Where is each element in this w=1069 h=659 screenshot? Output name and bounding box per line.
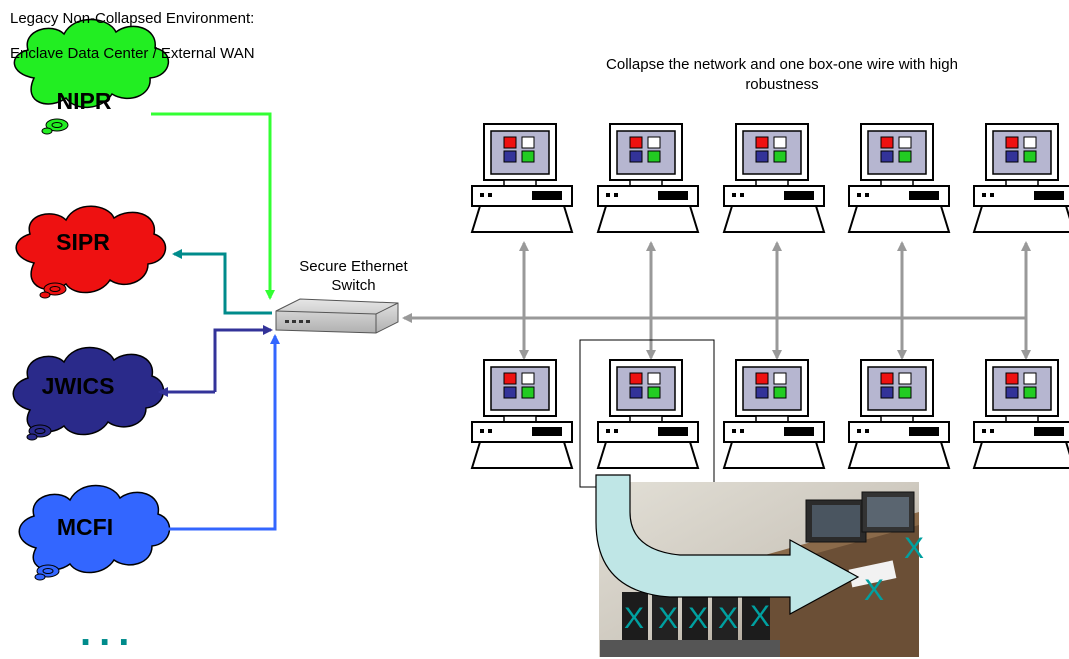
more-networks-ellipsis: ... [80, 610, 138, 654]
migration-arrow [595, 474, 860, 616]
jwics-link [213, 325, 273, 392]
cloud-nipr: NIPR [13, 18, 170, 135]
left-caption-subtitle: Enclave Data Center / External WAN [10, 45, 255, 62]
cloud-label-jwics: JWICS [42, 373, 115, 399]
cloud-label-mcfi: MCFI [57, 514, 113, 540]
x-mark-7: X [904, 532, 924, 565]
x-mark-5: X [750, 600, 770, 633]
computer-bottom-3 [723, 359, 825, 469]
computer-bottom-2 [597, 359, 699, 469]
computer-top-5 [973, 123, 1069, 233]
computer-top-1 [471, 123, 573, 233]
cloud-mcfi: MCFI [18, 484, 171, 581]
x-mark-3: X [688, 602, 708, 635]
cloud-label-nipr: NIPR [57, 88, 112, 114]
computer-top-3 [723, 123, 825, 233]
cloud-jwics: JWICS [12, 346, 165, 441]
left-caption-title: Legacy Non-Collapsed Environment: [10, 10, 255, 27]
computer-bottom-5 [973, 359, 1069, 469]
x-mark-2: X [658, 602, 678, 635]
computer-bottom-4 [848, 359, 950, 469]
bus-arrows [519, 241, 1031, 360]
computer-top-2 [597, 123, 699, 233]
mcfi-link [158, 334, 280, 531]
right-caption: Collapse the network and one box-one wir… [606, 56, 958, 93]
nipr-link [151, 112, 275, 300]
computer-top-4 [848, 123, 950, 233]
removed-equipment-marks: X X X X X X X [624, 532, 924, 635]
sipr-link [172, 249, 272, 315]
computer-bottom-1 [471, 359, 573, 469]
secure-ethernet-switch [275, 298, 399, 334]
cloud-sipr: SIPR [15, 205, 167, 299]
x-mark-4: X [718, 602, 738, 635]
cloud-label-sipr: SIPR [56, 229, 110, 255]
x-mark-1: X [624, 602, 644, 635]
switch-label: Secure Ethernet Switch [299, 258, 408, 294]
x-mark-6: X [864, 574, 884, 607]
